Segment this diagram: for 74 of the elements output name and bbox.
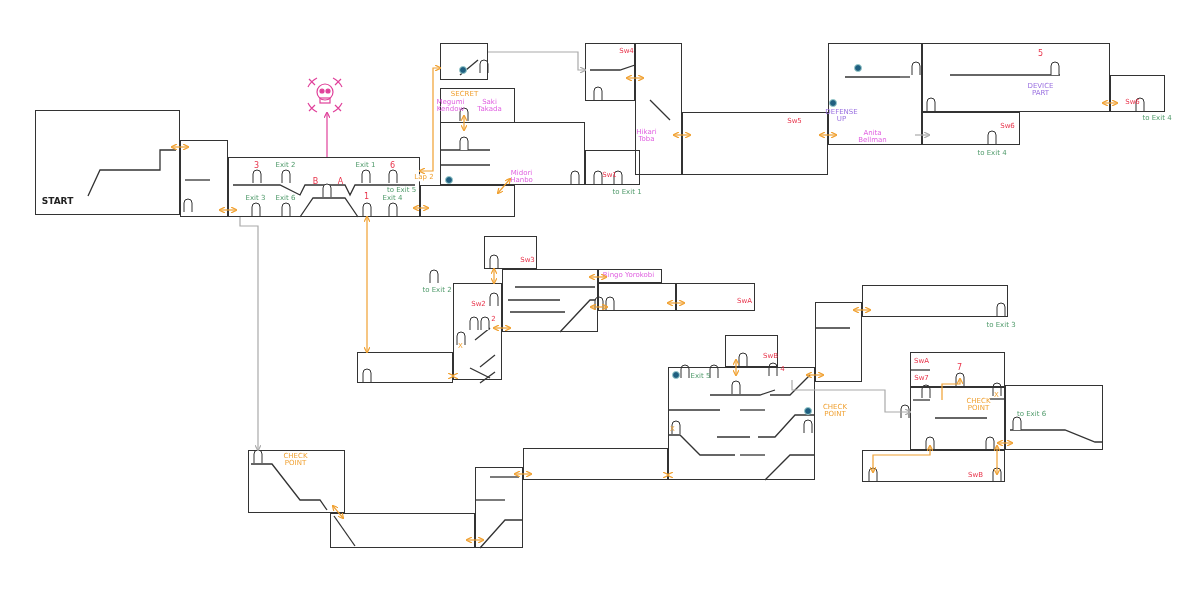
passage-arrow <box>490 267 498 285</box>
room-outline <box>910 352 1005 387</box>
room-outline <box>484 236 537 269</box>
switch-number: 5 <box>1037 49 1044 58</box>
passage-arrow <box>460 114 468 132</box>
connector-arrow <box>239 216 262 452</box>
passage-arrow <box>588 273 608 281</box>
switch-number: 1 <box>363 192 370 201</box>
connector-arrow <box>487 51 587 74</box>
room-outline <box>502 269 598 332</box>
passage-arrow <box>996 439 1014 447</box>
connector-arrow <box>323 111 331 158</box>
passage-arrow <box>496 177 512 195</box>
room-outline <box>330 513 475 548</box>
room-outline <box>585 150 640 185</box>
room-outline <box>725 335 778 367</box>
room-outline <box>922 112 1020 145</box>
passage-arrow <box>170 143 190 151</box>
room-outline <box>598 283 676 311</box>
passage-arrow <box>492 324 512 332</box>
room-outline <box>357 352 453 383</box>
connector-arrow <box>418 64 442 175</box>
passage-arrow <box>412 204 430 212</box>
passage-arrow <box>805 371 825 379</box>
room-outline <box>453 283 502 380</box>
room-outline <box>585 43 635 101</box>
room-outline <box>1005 385 1103 450</box>
passage-arrow <box>331 504 345 520</box>
switch-letter: A <box>337 177 344 186</box>
switch-number: 3 <box>253 161 260 170</box>
room-outline <box>828 43 922 145</box>
room-outline <box>248 450 345 513</box>
connector-arrow <box>791 379 912 416</box>
room-outline <box>180 140 228 217</box>
room-outline <box>523 448 668 480</box>
connector-arrow <box>941 377 964 401</box>
room-outline <box>922 43 1110 112</box>
room-outline <box>440 122 585 185</box>
room-outline <box>1110 75 1165 112</box>
passage-arrow <box>914 131 931 139</box>
switch-number: 7 <box>956 363 963 372</box>
room-outline <box>35 110 180 215</box>
room-outline <box>815 302 862 382</box>
room-outline <box>598 269 662 283</box>
passage-arrow <box>625 74 645 82</box>
passage-arrow <box>732 358 740 377</box>
room-outline <box>635 43 682 175</box>
passage-arrow <box>666 299 686 307</box>
connector-arrow <box>363 215 371 354</box>
skull-icon <box>307 77 343 113</box>
room-outline <box>440 43 488 80</box>
start-label: START <box>41 196 74 207</box>
passage-arrow <box>852 306 872 314</box>
switch-letter: B <box>312 177 319 186</box>
passage-arrow <box>218 206 238 214</box>
room-outline <box>682 112 828 175</box>
room-outline <box>475 467 523 548</box>
passage-arrow <box>818 131 838 139</box>
switch-number: 6 <box>389 161 396 170</box>
room-outline <box>862 450 1005 482</box>
connector-arrow <box>869 444 934 474</box>
room-outline <box>862 285 1008 317</box>
passage-arrow <box>663 472 673 478</box>
room-outline <box>676 283 755 311</box>
room-outline <box>420 185 515 217</box>
room-outline <box>668 367 815 480</box>
passage-arrow <box>672 131 692 139</box>
passage-arrow <box>465 536 485 544</box>
connector-arrow <box>993 444 1001 476</box>
passage-arrow <box>448 373 458 379</box>
passage-arrow <box>513 470 533 478</box>
room-outline <box>910 387 1005 450</box>
passage-arrow <box>589 303 609 311</box>
passage-arrow <box>1101 99 1119 107</box>
